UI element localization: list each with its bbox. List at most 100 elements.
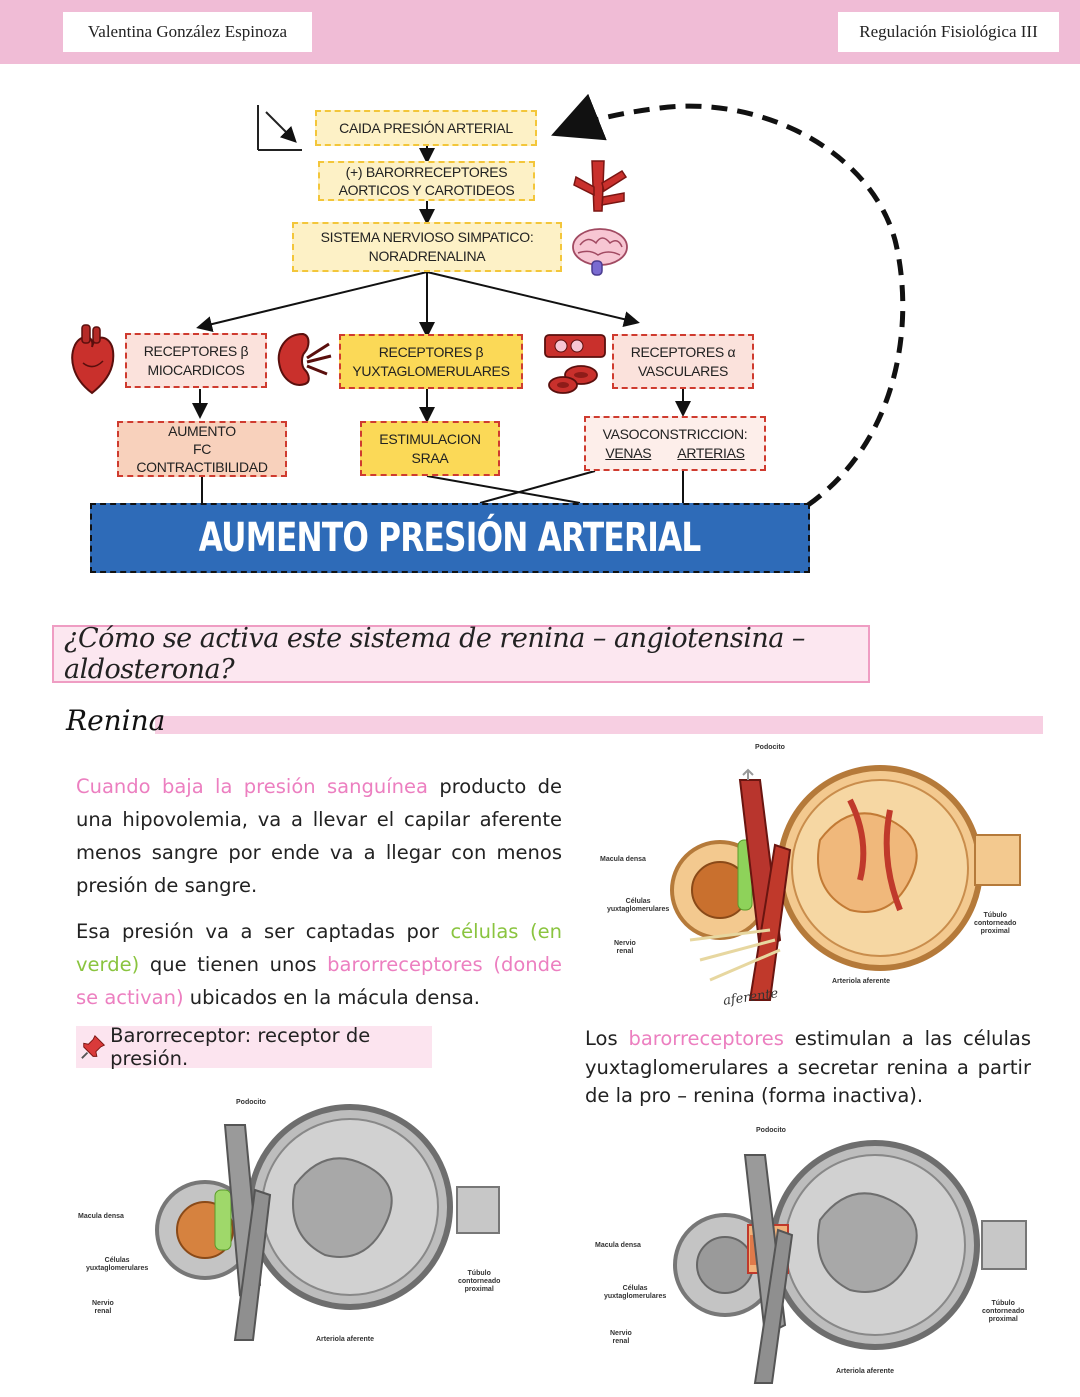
note-text: Barorreceptor: receptor de presión. — [110, 1024, 371, 1070]
result-box: AUMENTO PRESIÓN ARTERIAL — [90, 503, 810, 573]
heart-icon — [71, 324, 115, 395]
author-name: Valentina González Espinoza — [63, 12, 312, 52]
paragraph-2-pink: barorreceptores (donde se activan) — [76, 953, 562, 1009]
increase-hr-line2: FC — [192, 441, 212, 457]
arteries-label: ARTERIAS — [677, 444, 745, 461]
sraa-line1: ESTIMULACION — [379, 430, 481, 447]
fig3-label-tubulo-l2: contorneado — [982, 1308, 1025, 1315]
fig1-label-nervio-l2: renal — [616, 948, 634, 955]
alpha-vascular-line2: VASCULARES — [637, 362, 729, 379]
pressure-drop-box: CAIDA PRESIÓN ARTERIAL — [315, 110, 537, 146]
paragraph-3-text-b: estimulan a las células yuxtaglomerulare… — [585, 1027, 1032, 1107]
question-banner: ¿Cómo se activa este sistema de renina –… — [52, 623, 870, 685]
fig2-label-tubulo-l3: proximal — [464, 1286, 494, 1293]
beta-myocardial-line1: RECEPTORES β — [143, 342, 249, 359]
fig2-label-nervio-l1: Nervio — [92, 1300, 114, 1307]
fig3-label-celulas-l2: yuxtaglomerulares — [604, 1293, 667, 1300]
glomerulus-figure-left — [155, 1104, 500, 1341]
fig3-label-tubulo-l1: Túbulo — [991, 1300, 1015, 1307]
fig2-label-celulas-l1: Células — [104, 1257, 130, 1264]
alpha-vascular-box: RECEPTORES α VASCULARES — [612, 334, 754, 389]
pushpin-icon — [81, 1034, 106, 1059]
fig2-label-celulas-l2: yuxtaglomerulares — [86, 1265, 149, 1272]
fig3-label-nervio-l1: Nervio — [610, 1330, 632, 1337]
paragraph-3-text-a: Los — [585, 1027, 629, 1050]
vasoconstriction-line2: VENAS ARTERIAS — [605, 444, 745, 463]
increase-hr-line1: AUMENTO — [168, 423, 236, 439]
flowchart-connectors — [192, 93, 906, 508]
falling-trend-icon — [257, 105, 302, 151]
beta-juxtaglomerular-line2: YUXTAGLOMERULARES — [352, 362, 510, 379]
fig2-label-tubulo-l1: Túbulo — [467, 1270, 491, 1277]
paragraph-1-text: producto de una hipovolemia, va a llevar… — [76, 775, 562, 897]
sympathetic-box: SISTEMA NERVIOSO SIMPATICO: NORADRENALIN… — [292, 222, 562, 272]
fig3-label-nervio-l2: renal — [612, 1338, 630, 1345]
glomerulus-figure-right — [673, 1140, 1027, 1384]
fig3-label-tubulo-l3: proximal — [988, 1316, 1018, 1323]
increase-hr-line3: CONTRACTIBILIDAD — [136, 459, 268, 475]
increase-hr-box: AUMENTO FC CONTRACTIBILIDAD — [117, 421, 287, 477]
fig2-label-nervio-l2: renal — [94, 1308, 112, 1315]
fig1-label-celulas-l2: yuxtaglomerulares — [607, 906, 670, 913]
sympathetic-line1: SISTEMA NERVIOSO SIMPATICO: — [320, 229, 534, 245]
beta-juxtaglomerular-line1: RECEPTORES β — [378, 343, 484, 360]
blood-cells-icon — [544, 334, 606, 394]
blood-vessel-icon — [573, 160, 628, 212]
section-title-bar — [155, 716, 1043, 734]
paragraph-3: Los barorreceptores estimulan a las célu… — [585, 1025, 1031, 1111]
baroreceptors-line1: (+) BARORRECEPTORES — [345, 164, 508, 180]
fig1-label-nervio-l1: Nervio — [614, 940, 636, 947]
brain-icon — [572, 228, 628, 276]
fig2-label-podocito: Podocito — [236, 1099, 266, 1106]
vasoconstriction-box: VASOCONSTRICCION: VENAS ARTERIAS — [584, 416, 766, 471]
beta-myocardial-line2: MIOCARDICOS — [147, 361, 245, 378]
fig3-label-arteriola: Arteriola aferente — [836, 1368, 894, 1375]
paragraph-3-pink: barorreceptores — [628, 1027, 784, 1050]
fig1-label-tubulo-l1: Túbulo — [983, 912, 1007, 919]
result-label: AUMENTO PRESIÓN ARTERIAL — [199, 515, 702, 561]
glomerulus-figure-color — [670, 765, 1021, 1001]
beta-myocardial-box: RECEPTORES β MIOCARDICOS — [125, 333, 267, 388]
question-text: ¿Cómo se activa este sistema de renina –… — [64, 623, 805, 685]
paragraph-2: Esa presión va a ser captadas por célula… — [76, 915, 562, 1014]
paragraph-1-highlight: Cuando baja la presión sanguínea — [76, 775, 428, 798]
paragraph-2-text-a: Esa presión va a ser captadas por — [76, 920, 451, 943]
paragraph-2-green: células (en verde) — [76, 920, 563, 976]
sympathetic-line2: NORADRENALINA — [368, 248, 486, 264]
sraa-box: ESTIMULACION SRAA — [360, 421, 500, 476]
alpha-vascular-line1: RECEPTORES α — [630, 343, 736, 360]
fig2-label-tubulo-l2: contorneado — [458, 1278, 501, 1285]
section-title: Renina — [66, 704, 166, 737]
baroreceptors-line2: AORTICOS Y CAROTIDEOS — [338, 182, 515, 198]
note-box: Barorreceptor: receptor de presión. — [76, 1024, 432, 1070]
fig2-label-macula: Macula densa — [78, 1213, 124, 1220]
fig1-label-arteriola: Arteriola aferente — [832, 978, 890, 985]
paragraph-1: Cuando baja la presión sanguínea product… — [76, 770, 562, 902]
vasoconstriction-line1: VASOCONSTRICCION: — [602, 425, 748, 442]
sraa-line2: SRAA — [411, 449, 449, 466]
beta-juxtaglomerular-box: RECEPTORES β YUXTAGLOMERULARES — [339, 334, 523, 389]
fig2-label-arteriola: Arteriola aferente — [316, 1336, 374, 1343]
fig3-label-celulas-l1: Células — [622, 1285, 648, 1292]
fig1-label-podocito: Podocito — [755, 744, 785, 751]
fig1-label-macula: Macula densa — [600, 856, 646, 863]
pressure-drop-label: CAIDA PRESIÓN ARTERIAL — [339, 119, 513, 136]
baroreceptors-box: (+) BARORRECEPTORES AORTICOS Y CAROTIDEO… — [318, 161, 535, 201]
paragraph-2-text-b: que tienen unos — [139, 953, 328, 976]
fig1-label-celulas-l1: Células — [625, 898, 651, 905]
kidney-icon — [277, 332, 332, 386]
fig1-label-tubulo-l3: proximal — [980, 928, 1010, 935]
fig3-label-macula: Macula densa — [595, 1242, 641, 1249]
veins-label: VENAS — [605, 444, 652, 461]
paragraph-2-text-c: ubicados en la mácula densa. — [183, 986, 480, 1009]
fig3-label-podocito: Podocito — [756, 1127, 786, 1134]
